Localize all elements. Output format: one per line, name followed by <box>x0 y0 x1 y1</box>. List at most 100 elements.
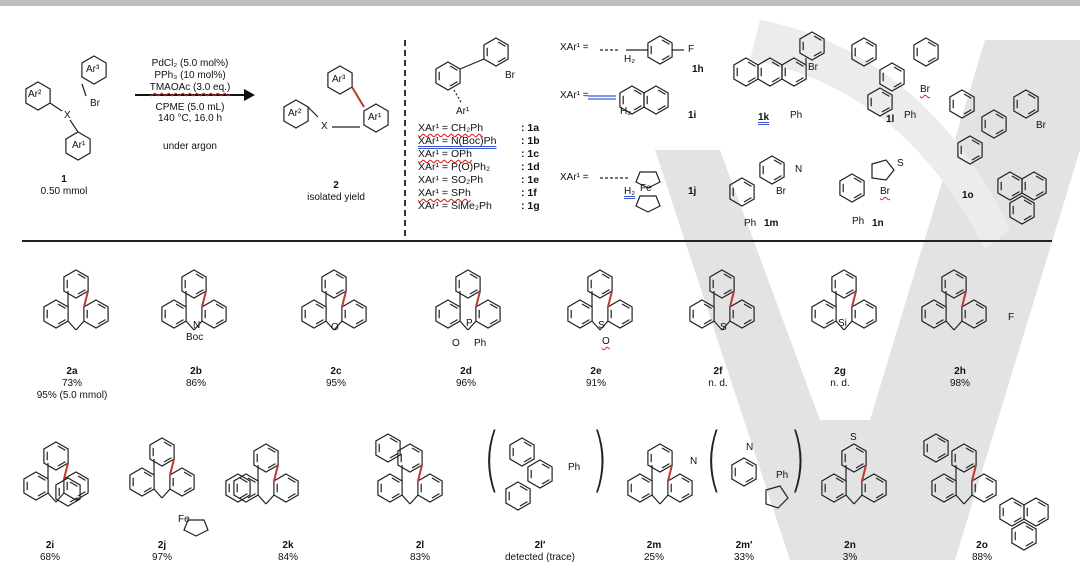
substrate-1m-id: 1m <box>764 218 779 229</box>
xar-id: : 1f <box>521 187 537 199</box>
product-x: X <box>321 121 328 132</box>
paren-left-2m-prime: ( <box>705 418 722 500</box>
product-note: isolated yield <box>307 192 365 203</box>
substrate-1k-id: 1k <box>758 112 770 123</box>
substrate-1i-id: 1i <box>688 110 697 121</box>
substrate-1k-ph: Ph <box>790 110 803 121</box>
reactant-ar1: Ar¹ <box>72 140 86 151</box>
product-ar2: Ar² <box>288 108 302 119</box>
product-2d-hetero: P <box>466 318 473 329</box>
product-2m-prime-ph: Ph <box>776 470 789 481</box>
xar-id: : 1e <box>521 174 540 186</box>
xar-h-h2: H₂ <box>624 54 636 65</box>
substrate-1m-ph: Ph <box>744 218 757 229</box>
product-2e-hetero: S <box>598 320 605 331</box>
product-2j-fe: Fe <box>178 514 190 525</box>
xar-row: XAr¹ = P(O)Ph₂: 1d <box>418 161 548 174</box>
product-2b-hetero: N <box>193 320 201 331</box>
reactant-br: Br <box>90 98 100 109</box>
xar-i-label: XAr¹ = <box>560 90 589 101</box>
xar-label: XAr¹ = SiMe₂Ph <box>418 200 492 212</box>
product-2d-o: O <box>452 338 460 349</box>
product-2e-o: O <box>602 336 610 347</box>
reaction-arrow <box>135 94 245 96</box>
reactant-ar3: Ar³ <box>86 64 100 75</box>
substrate-1j-id: 1j <box>688 186 697 197</box>
condition-catalyst: PdCl₂ (5.0 mol%) <box>151 58 229 69</box>
substrate-1n-br: Br <box>880 186 890 197</box>
xar-id: : 1b <box>521 135 540 147</box>
reaction-arrow-head <box>244 89 255 101</box>
substrate-1n-id: 1n <box>872 218 884 229</box>
xar-j-h2: H₂ <box>624 186 636 197</box>
product-2d-sub: Ph <box>474 338 487 349</box>
product-ar1: Ar¹ <box>368 112 382 123</box>
xar-j-label: XAr¹ = <box>560 172 589 183</box>
product-2g-hetero: Si <box>838 318 847 329</box>
scheme-horizontal-divider <box>22 240 1052 242</box>
product-2f-hetero: S <box>720 322 727 333</box>
substrate-1h-id: 1h <box>692 64 704 75</box>
xar-label: XAr¹ = CH₂Ph <box>418 122 484 134</box>
substrate-1o-id: 1o <box>962 190 974 201</box>
xar-id: : 1a <box>521 122 540 134</box>
paren-right-2l-prime: ) <box>591 418 608 500</box>
condition-base: TMAOAc (3.0 eq.) <box>149 82 231 93</box>
xar-row: XAr¹ = SPh : 1f <box>418 187 548 200</box>
substrate-1l-id: 1l <box>886 114 895 125</box>
substrate-1l-ph: Ph <box>904 110 917 121</box>
reactant-id: 1 <box>61 174 67 185</box>
xar-h-label: XAr¹ = <box>560 42 589 53</box>
substrate-1o-br: Br <box>1036 120 1046 131</box>
paren-right-2m-prime: ) <box>789 418 806 500</box>
reactant-x: X <box>64 110 71 121</box>
xar-label: XAr¹ = SO₂Ph <box>418 174 484 186</box>
condition-temperature: 140 °C, 16.0 h <box>157 113 223 124</box>
xar-id: : 1g <box>521 200 540 212</box>
xar-label: XAr¹ = OPh <box>418 148 472 160</box>
substrate-1k-br: Br <box>808 62 818 73</box>
product-2m-prime-n: N <box>746 442 754 453</box>
product-2n-s: S <box>850 432 857 443</box>
generic-ar1: Ar¹ <box>456 106 470 117</box>
product-2m-n: N <box>690 456 698 467</box>
xar-id: : 1c <box>521 148 540 160</box>
xar-row: XAr¹ = CH₂Ph : 1a <box>418 122 548 135</box>
condition-solvent: CPME (5.0 mL) <box>155 102 225 113</box>
reactant-ar2: Ar² <box>28 89 42 100</box>
xar-label: XAr¹ = SPh <box>418 187 471 199</box>
xar-row: XAr¹ = N(Boc)Ph: 1b <box>418 135 548 148</box>
product-id: 2 <box>333 180 339 191</box>
condition-ligand: PPh₃ (10 mol%) <box>154 70 226 81</box>
top-rule <box>0 0 1080 6</box>
substrate-1l-br: Br <box>920 84 930 95</box>
xar-id: : 1d <box>521 161 540 173</box>
substrate-1n-s: S <box>897 158 904 169</box>
xar-table: XAr¹ = CH₂Ph : 1a XAr¹ = N(Boc)Ph: 1b XAr… <box>418 122 548 213</box>
paren-left-2l-prime: ( <box>483 418 500 500</box>
reactant-amount: 0.50 mmol <box>40 186 88 197</box>
xar-h-f: F <box>688 44 695 55</box>
xar-row: XAr¹ = OPh : 1c <box>418 148 548 161</box>
xar-row: XAr¹ = SO₂Ph : 1e <box>418 174 548 187</box>
product-2l-prime-caption: 2l′detected (trace) <box>504 540 576 563</box>
product-2c-hetero: O <box>331 322 339 333</box>
substrate-1n-ph: Ph <box>852 216 865 227</box>
generic-br: Br <box>505 70 515 81</box>
product-2b-sub: Boc <box>186 332 204 343</box>
scheme-vertical-divider <box>404 40 406 236</box>
